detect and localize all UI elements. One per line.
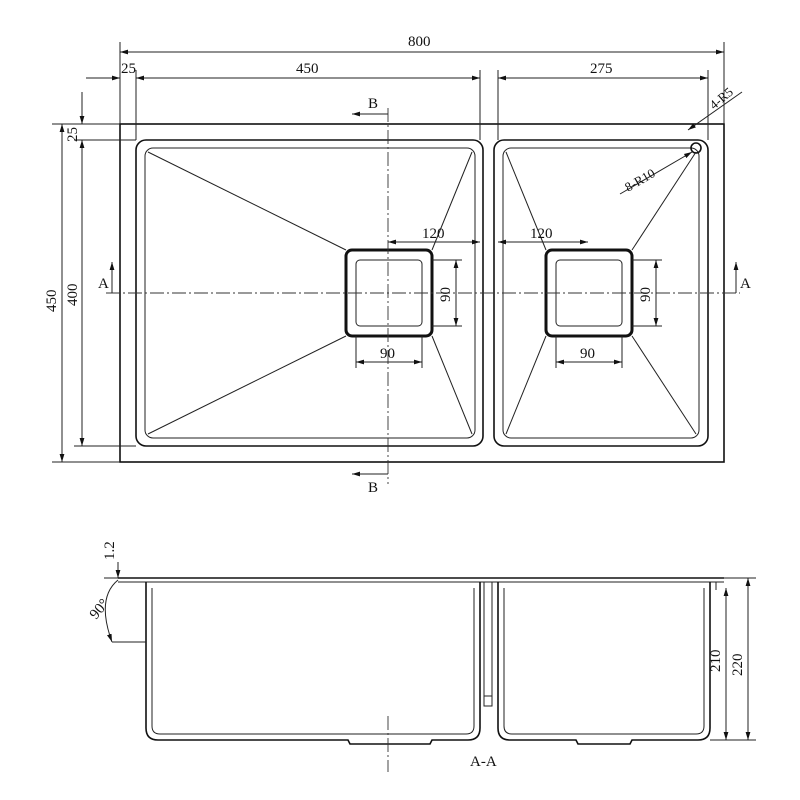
corner-inner-label: 8-R10 [622, 165, 658, 194]
angle-label: 90° [87, 596, 113, 622]
leader-inner-corner [619, 151, 693, 195]
dim-depth-inner-label: 210 [708, 650, 724, 673]
dim-flange-left-label: 25 [121, 61, 136, 77]
section-left-bowl [145, 582, 481, 745]
dim-drain-right-offset-label: 120 [530, 226, 553, 242]
angle-arc [104, 579, 119, 643]
dim-drain-right-width-label: 90 [580, 346, 595, 362]
section-a-left-label: A [98, 276, 109, 292]
corner-outer-label: 4-R5 [706, 84, 736, 112]
dim-thickness-label: 1.2 [102, 541, 118, 560]
dim-overall-depth-label: 450 [44, 290, 60, 313]
corner-radius-marker [690, 142, 702, 154]
section-a-right-label: A [740, 276, 751, 292]
right-bowl-slope-lines [505, 151, 697, 435]
dim-right-bowl-width-label: 275 [590, 61, 613, 77]
dim-overall-width-label: 800 [408, 34, 431, 50]
left-bowl-slope-lines [147, 151, 473, 435]
top-view: A A B B 800 25 450 275 4-R5 [44, 34, 751, 496]
section-b-bottom-label: B [368, 480, 378, 496]
section-view: 1.2 90° 210 220 A-A [87, 541, 756, 772]
dim-left-bowl-width-label: 450 [296, 61, 319, 77]
dim-drain-left-offset-label: 120 [422, 226, 445, 242]
dim-drain-left-height-label: 90 [438, 287, 454, 302]
section-right-bowl [497, 582, 711, 745]
section-title: A-A [470, 754, 497, 770]
section-b-top-label: B [368, 96, 378, 112]
dim-drain-left-width-label: 90 [380, 346, 395, 362]
dim-depth-outer-label: 220 [730, 654, 746, 677]
leader-outer-corner [687, 91, 743, 131]
dim-flange-top-label: 25 [65, 127, 81, 142]
dim-bowl-depth-label: 400 [65, 284, 81, 307]
dim-drain-right-height-label: 90 [638, 287, 654, 302]
